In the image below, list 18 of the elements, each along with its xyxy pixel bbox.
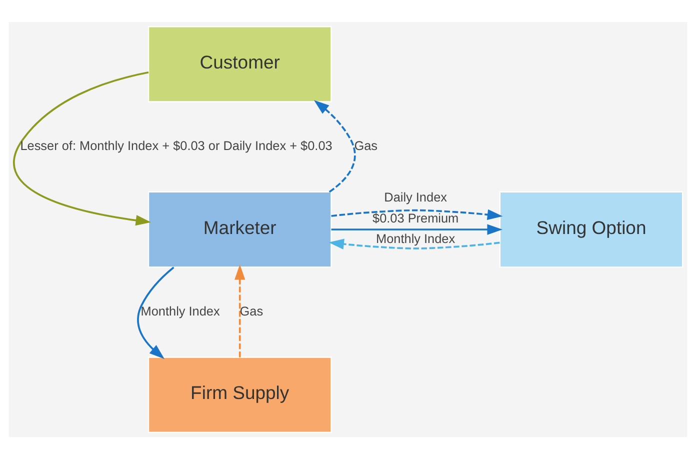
edge-label: $0.03 Premium bbox=[372, 210, 459, 225]
node-box: Swing Option bbox=[499, 190, 684, 268]
arrow bbox=[328, 238, 500, 249]
arrow bbox=[137, 266, 174, 358]
node-box: Customer bbox=[148, 26, 332, 102]
edge-label: Monthly Index bbox=[376, 230, 456, 246]
edge-label: Gas bbox=[240, 302, 264, 318]
node-box: Firm Supply bbox=[148, 356, 332, 432]
arrow bbox=[234, 264, 246, 357]
edge-label: Gas bbox=[354, 138, 378, 153]
arrow bbox=[331, 224, 502, 234]
arrow bbox=[314, 100, 356, 192]
edge-label: Lesser of: Monthly Index + $0.03 or Daily Index + $0.03 bbox=[20, 138, 332, 153]
arrow bbox=[13, 70, 152, 226]
edge-label: Daily Index bbox=[384, 189, 447, 204]
edge-label: Monthly Index bbox=[140, 302, 220, 318]
node-box: Marketer bbox=[148, 190, 332, 268]
arrow bbox=[331, 208, 503, 220]
